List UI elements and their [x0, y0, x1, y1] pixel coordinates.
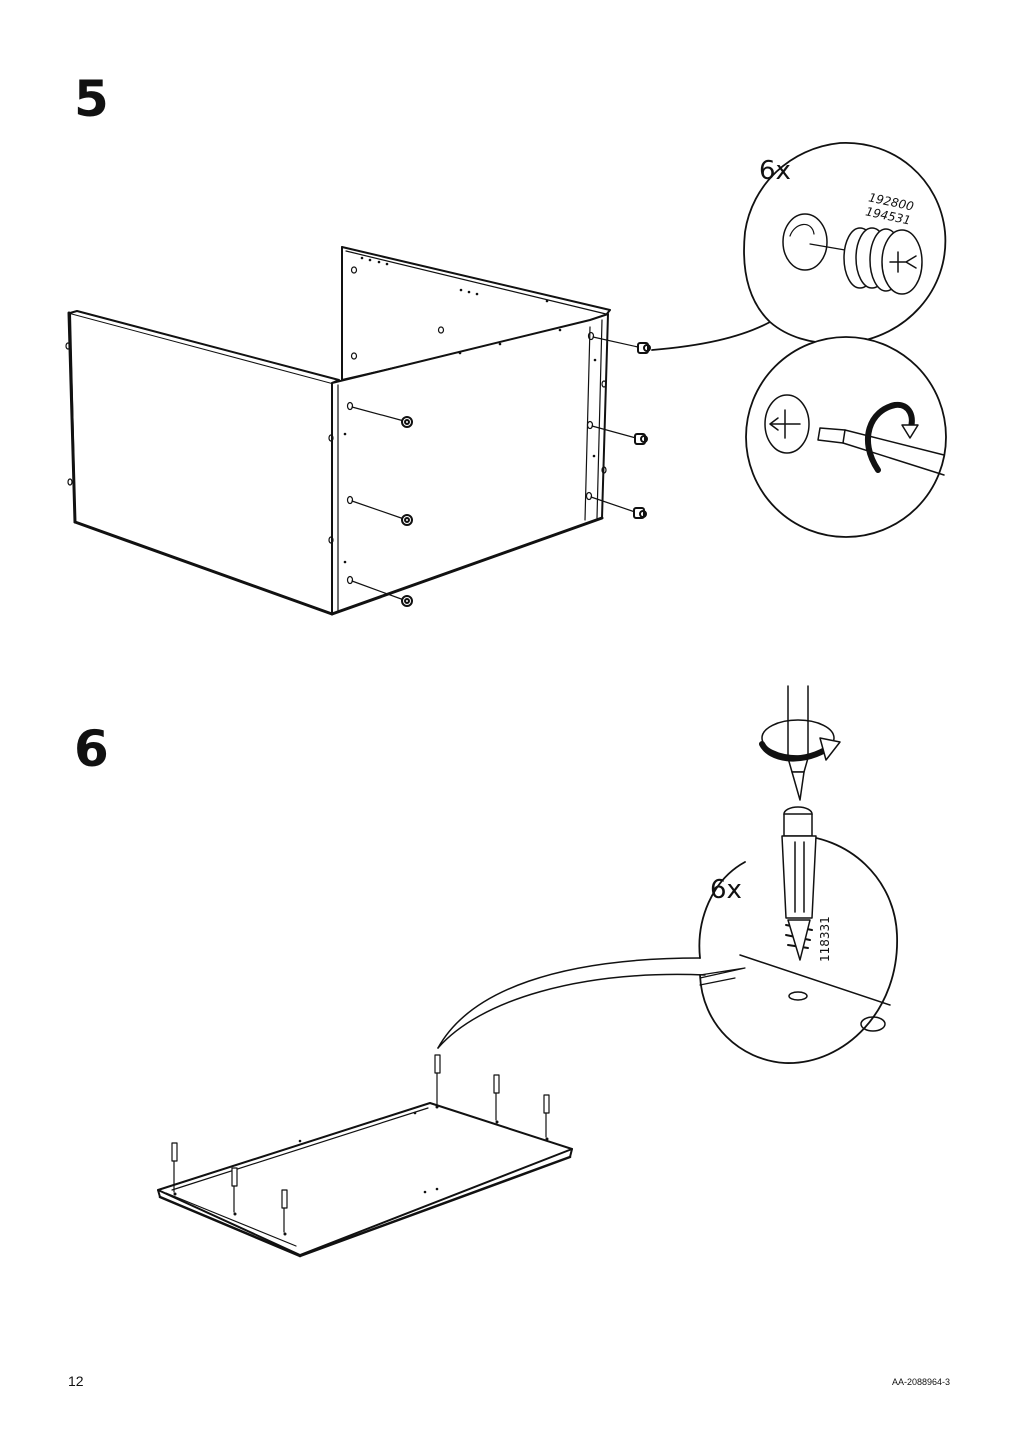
page-number: 12	[68, 1373, 84, 1389]
step-6-quantity: 6x	[710, 875, 742, 905]
step-6-number: 6	[74, 720, 109, 778]
cam-lock-fitting-icon	[843, 227, 923, 295]
step-6-detail-callout	[698, 685, 898, 1064]
step-5-detail-callout	[651, 142, 947, 351]
step-5-number: 5	[74, 70, 109, 128]
step-5-cabinet-drawing	[65, 246, 651, 616]
step-6-base-panel-drawing	[157, 957, 706, 1258]
rotation-arrow-icon	[759, 719, 841, 762]
rotation-arrow-icon	[865, 401, 919, 473]
screwdriver-icon	[817, 427, 945, 476]
dowel-screw-icon	[171, 1054, 550, 1233]
document-id: AA-2088964-3	[891, 1377, 950, 1387]
step-5-quantity: 6x	[759, 156, 791, 186]
step-5-tighten-callout	[745, 336, 947, 538]
step-6-part-number: 118331	[818, 916, 832, 962]
cam-lock-fitting-icon	[401, 342, 651, 607]
dowel-screw-icon	[781, 806, 817, 961]
screwdriver-icon	[787, 685, 809, 801]
